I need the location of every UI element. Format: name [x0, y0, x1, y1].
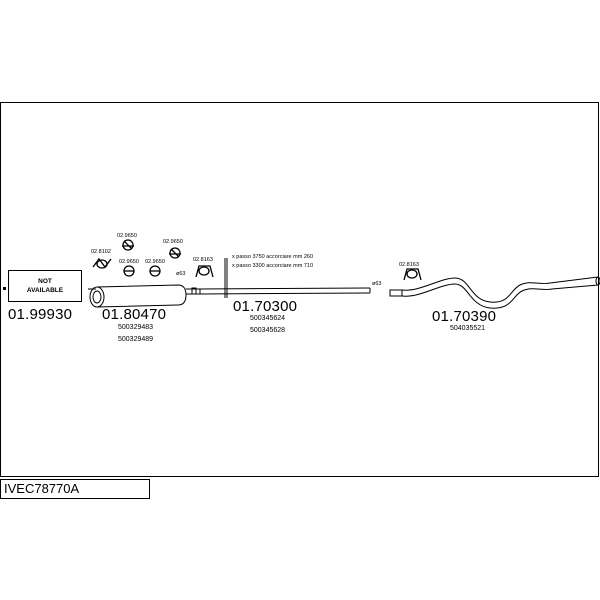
part-ref: 504035521 [450, 325, 486, 332]
not-available-line2: AVAILABLE [26, 287, 64, 294]
middle-pipe-part [199, 258, 371, 298]
part-ref: 500345624 [250, 315, 286, 322]
part-code: 01.70300 [233, 298, 298, 315]
hanger-clamp [123, 265, 135, 277]
hanger-code: 02.8163 [193, 257, 213, 263]
hanger-clamp [92, 257, 112, 269]
hanger-clamp [403, 268, 422, 281]
hanger-clamp [169, 247, 181, 259]
hanger-code: 02.9650 [117, 233, 137, 239]
hanger-code: 02.9650 [119, 259, 139, 265]
hanger-code: 02.8163 [399, 262, 419, 268]
diagram-id-box: IVEC78770A [0, 479, 150, 499]
hanger-clamp [149, 265, 161, 277]
cut-note: x passo 3750 accorciare mm 260 [232, 254, 314, 260]
diagram-frame [0, 102, 599, 477]
tail-pipe-part [389, 276, 600, 309]
hanger-code: 02.9650 [163, 239, 183, 245]
hanger-code: 02.9650 [145, 259, 165, 265]
diameter-label: ø63 [372, 281, 382, 287]
part-ref: 500329483 [118, 324, 154, 331]
hanger-clamp [195, 265, 214, 278]
not-available-line1: NOT [38, 278, 52, 285]
part-ref: 500329489 [118, 336, 154, 343]
edge-marker [3, 287, 6, 290]
part-ref: 500345628 [250, 327, 286, 334]
cut-note: x passo 3300 accorciare mm 710 [232, 263, 314, 269]
diameter-label: ø63 [176, 271, 186, 277]
hanger-code: 02.8102 [91, 249, 111, 255]
part-code: 01.99930 [8, 306, 73, 323]
part-code: 01.80470 [102, 306, 167, 323]
not-available-box: NOT AVAILABLE [8, 270, 82, 302]
silencer-part [88, 284, 201, 308]
part-code: 01.70390 [432, 308, 497, 325]
hanger-clamp [122, 239, 134, 251]
